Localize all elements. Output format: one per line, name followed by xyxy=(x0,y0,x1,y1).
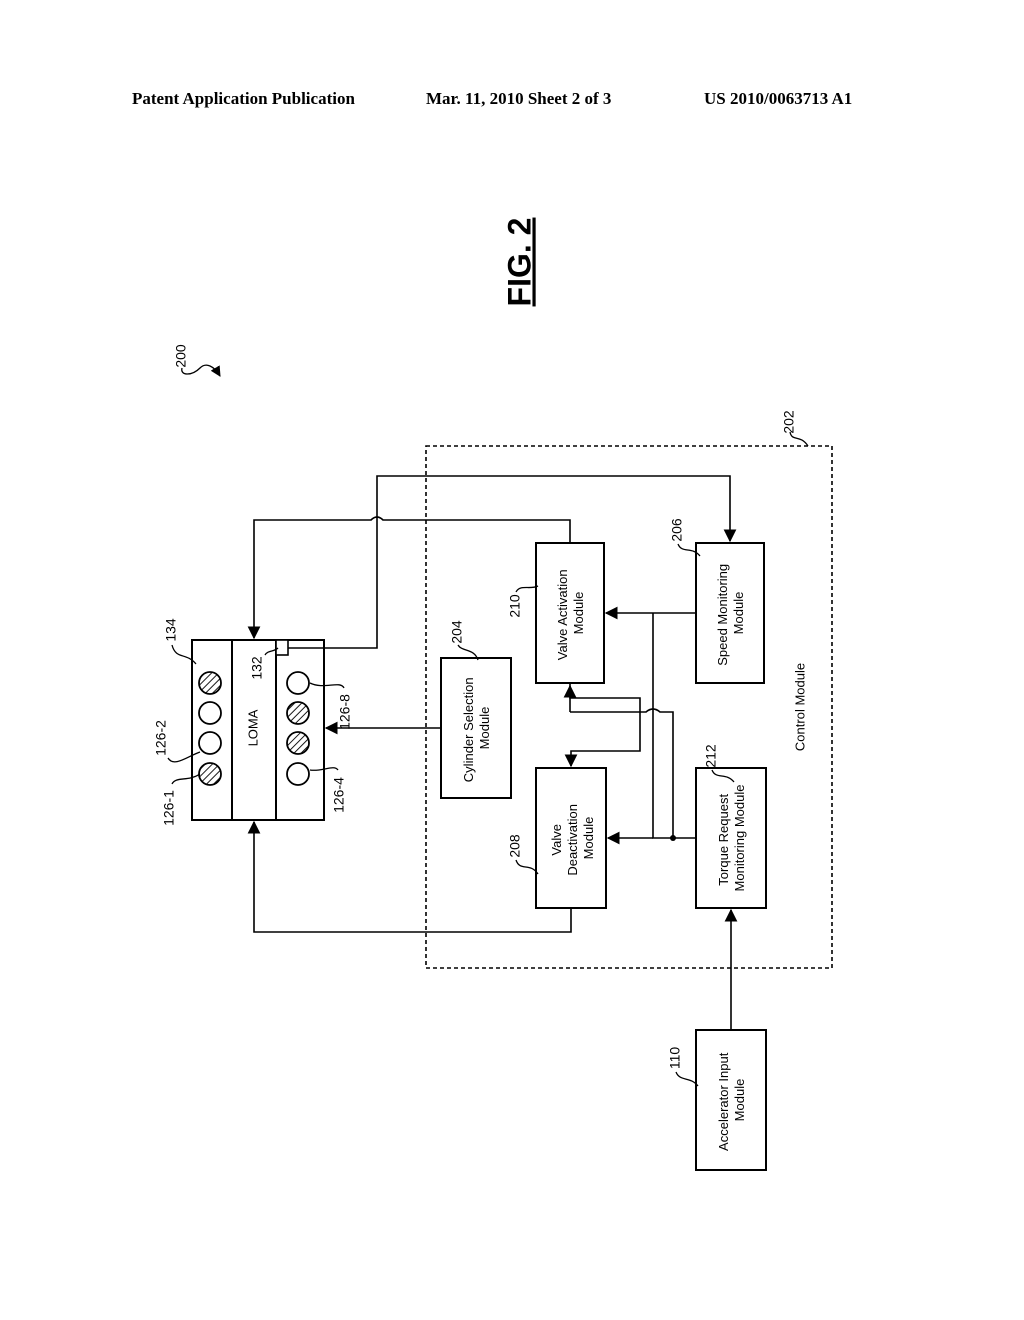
svg-text:Torque Request Monitorin: Torque Request Monitoring Module xyxy=(716,785,747,892)
cylinder-126-4 xyxy=(286,762,310,786)
cylinder-126-8 xyxy=(286,671,310,695)
svg-text:Valve Deactivation: Valve Deactivation Module xyxy=(549,800,596,875)
accelerator-input-line2: Module xyxy=(732,1079,747,1122)
ref-126-1: 126-1 xyxy=(161,790,177,826)
cylinder-126-1 xyxy=(198,762,222,786)
ref-126-8: 126-8 xyxy=(337,694,353,730)
torque-request-module xyxy=(695,767,767,909)
valve-activation-line1: Valve Activation xyxy=(555,569,570,660)
ref-204: 204 xyxy=(449,620,465,644)
wire-deactivation-to-activation xyxy=(570,708,674,838)
sensor-132 xyxy=(275,639,289,656)
cylinder-selection-module xyxy=(440,657,512,799)
ref-132: 132 xyxy=(249,656,265,680)
valve-deactivation-line3: Module xyxy=(581,817,596,860)
speed-monitoring-line2: Module xyxy=(731,592,746,635)
wire-deactivation-to-loma xyxy=(247,820,572,933)
wire-torque-bus xyxy=(652,613,696,839)
accelerator-input-module xyxy=(695,1029,767,1171)
svg-text:Accelerator Input Module: Accelerator Input Module xyxy=(716,1049,747,1151)
ref-208: 208 xyxy=(507,834,523,858)
engine-block: LOMA xyxy=(191,639,325,821)
svg-text:Speed Monitoring Module: Speed Monitoring Module xyxy=(715,560,746,666)
ref-200: 200 xyxy=(173,344,189,368)
torque-request-line2: Monitoring Module xyxy=(732,785,747,892)
accelerator-input-line1: Accelerator Input xyxy=(716,1052,731,1151)
control-module-label: Control Module xyxy=(792,663,807,751)
cylinder-6 xyxy=(286,731,310,755)
ref-212: 212 xyxy=(703,744,719,768)
valve-deactivation-line1: Valve xyxy=(549,824,564,856)
header-date-sheet: Mar. 11, 2010 Sheet 2 of 3 xyxy=(426,89,612,108)
header-publication: Patent Application Publication xyxy=(132,89,355,108)
svg-text:Valve Activation Module: Valve Activation Module xyxy=(555,566,586,660)
wire-activation-to-loma xyxy=(247,516,571,640)
svg-text:Cylinder Selection Modul: Cylinder Selection Module xyxy=(461,674,492,782)
ref-134: 134 xyxy=(163,618,179,642)
figure-title: FIG. 2 xyxy=(501,218,537,307)
valve-deactivation-line2: Deactivation xyxy=(565,804,580,876)
ref-110: 110 xyxy=(667,1047,683,1070)
wire-activation-to-deactivation xyxy=(564,683,641,768)
torque-request-line1: Torque Request xyxy=(716,794,731,886)
wire-sensor-to-speed xyxy=(288,475,737,649)
cylinder-selection-line2: Module xyxy=(477,707,492,750)
cylinder-3 xyxy=(198,701,222,725)
ref-200-leader xyxy=(181,364,221,377)
speed-monitoring-line1: Speed Monitoring xyxy=(715,564,730,666)
cylinder-4-top xyxy=(198,671,222,695)
ref-202-leader xyxy=(789,431,809,447)
header-patent-number: US 2010/0063713 A1 xyxy=(704,89,853,108)
control-module-boundary xyxy=(425,445,833,969)
ref-202: 202 xyxy=(781,410,797,434)
valve-activation-line2: Module xyxy=(571,592,586,635)
loma-label: LOMA xyxy=(245,709,260,746)
ref-126-2: 126-2 xyxy=(153,720,169,756)
speed-monitoring-module xyxy=(695,542,765,684)
cylinder-selection-line1: Cylinder Selection xyxy=(461,677,476,782)
cylinder-7 xyxy=(286,701,310,725)
ref-126-4: 126-4 xyxy=(331,777,347,813)
ref-206: 206 xyxy=(669,518,685,542)
valve-activation-module xyxy=(535,542,605,684)
cylinder-126-2 xyxy=(198,731,222,755)
ref-210: 210 xyxy=(507,594,523,618)
